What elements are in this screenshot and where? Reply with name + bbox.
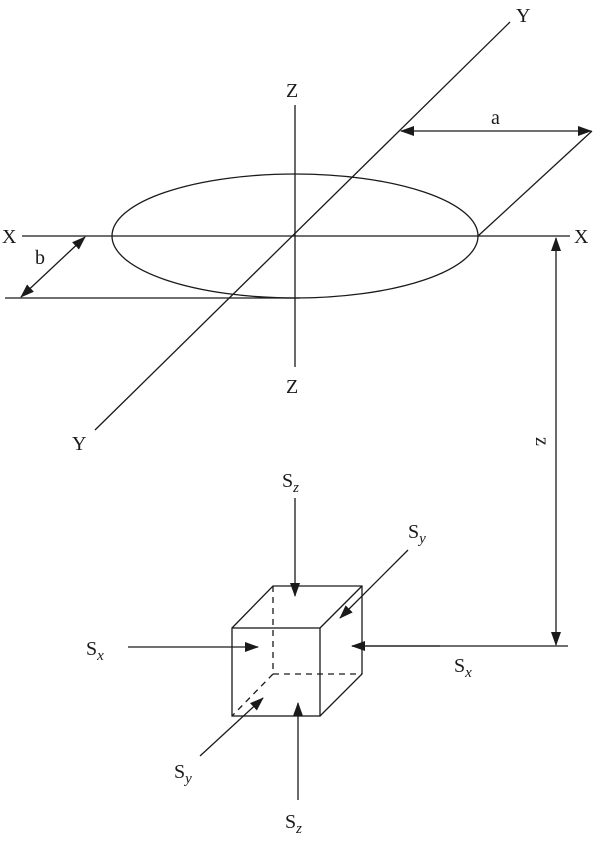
stress-cube bbox=[231, 585, 363, 717]
y-axis-label-bottom: Y bbox=[72, 433, 86, 455]
sy-front-arrow bbox=[199, 697, 264, 757]
sz-bottom-label: Sz bbox=[285, 811, 302, 837]
a-dimension-label: a bbox=[491, 107, 500, 129]
y-axis-label-top: Y bbox=[516, 5, 530, 27]
b-dimension-label: b bbox=[35, 247, 45, 269]
b-dimension-arrow bbox=[20, 236, 86, 298]
sx-left-label: Sx bbox=[86, 638, 104, 664]
z-axis-label-bottom: Z bbox=[286, 376, 298, 398]
y-axis bbox=[94, 21, 511, 431]
x-axis-label-right: X bbox=[574, 226, 589, 248]
sy-front-label: Sy bbox=[174, 761, 192, 787]
sx-right-label: Sx bbox=[454, 655, 472, 681]
sy-back-label: Sy bbox=[408, 521, 426, 547]
sy-back-arrow bbox=[339, 549, 409, 619]
depth-label: z bbox=[531, 437, 553, 446]
z-axis-label-top: Z bbox=[286, 80, 298, 102]
x-axis-label-left: X bbox=[2, 226, 17, 248]
sz-top-label: Sz bbox=[282, 470, 299, 496]
a-reference-line bbox=[477, 130, 593, 237]
